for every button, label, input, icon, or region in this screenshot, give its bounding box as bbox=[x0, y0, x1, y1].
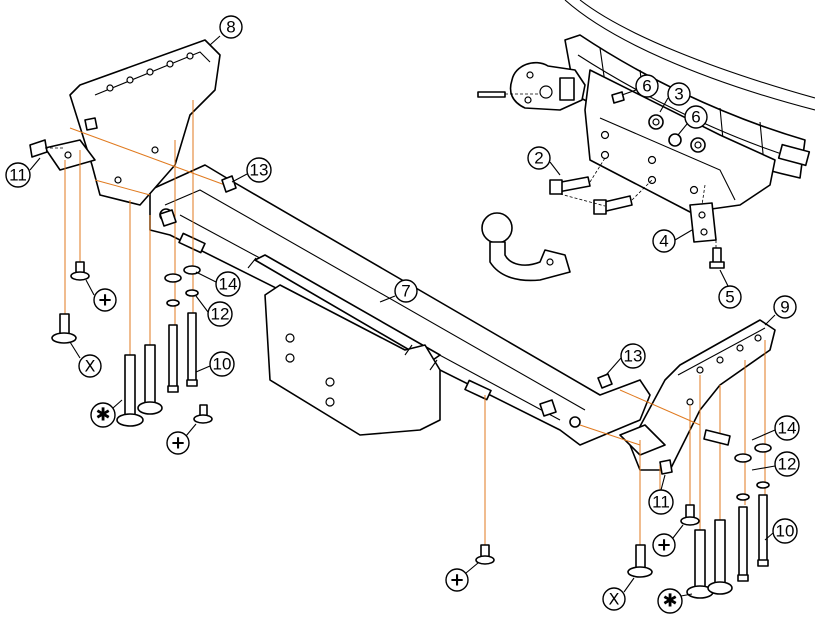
callout-5: 5 bbox=[718, 285, 742, 309]
cross-marker-2-label: X bbox=[609, 590, 620, 609]
callout-5-label: 5 bbox=[725, 288, 734, 307]
plus-marker-1: + bbox=[93, 288, 117, 312]
socket-plate bbox=[477, 61, 586, 111]
callout-9: 9 bbox=[773, 295, 797, 319]
callout-13-left-label: 13 bbox=[250, 161, 269, 180]
fasteners-right bbox=[475, 373, 772, 599]
callout-14-right-label: 14 bbox=[778, 419, 797, 438]
callout-11-right-label: 11 bbox=[652, 493, 670, 512]
callout-13-right-label: 13 bbox=[624, 347, 643, 366]
callout-14-left: 14 bbox=[215, 271, 241, 297]
main-crossbeam bbox=[149, 164, 651, 446]
star-marker-1-label: ✱ bbox=[95, 405, 110, 426]
plus-marker-4: + bbox=[652, 533, 676, 557]
callout-10-right: 10 bbox=[772, 518, 798, 544]
callout-9-label: 9 bbox=[780, 298, 789, 317]
star-marker-1: ✱ bbox=[90, 402, 116, 428]
plus-marker-4-label: + bbox=[656, 535, 671, 556]
callout-10-left-label: 10 bbox=[213, 355, 232, 374]
callout-12-left: 12 bbox=[207, 301, 233, 327]
plus-marker-1-label: + bbox=[97, 290, 112, 311]
callout-12-left-label: 12 bbox=[211, 305, 230, 324]
callout-3-label: 3 bbox=[674, 85, 683, 104]
callout-8: 8 bbox=[219, 15, 243, 39]
callout-3: 3 bbox=[667, 82, 691, 106]
callout-12-right-label: 12 bbox=[778, 455, 797, 474]
callout-6-upper-label: 6 bbox=[642, 77, 651, 96]
bolt-5 bbox=[709, 240, 725, 269]
callout-11-right: 11 bbox=[648, 489, 674, 515]
marker-leaders bbox=[69, 279, 693, 597]
callout-10-right-label: 10 bbox=[776, 522, 795, 541]
fasteners-left bbox=[29, 117, 237, 427]
plus-marker-2-label: + bbox=[170, 433, 185, 454]
callout-7: 7 bbox=[394, 279, 418, 303]
star-marker-2-label: ✱ bbox=[662, 591, 677, 612]
plus-marker-3-label: + bbox=[449, 570, 464, 591]
callout-13-right: 13 bbox=[620, 343, 646, 369]
callout-2-label: 2 bbox=[534, 149, 543, 168]
callout-14-right: 14 bbox=[774, 415, 800, 441]
callout-8-label: 8 bbox=[226, 18, 235, 37]
callout-14-left-label: 14 bbox=[219, 275, 238, 294]
callout-leaders bbox=[29, 35, 776, 541]
left-bracket bbox=[44, 39, 221, 206]
plus-marker-3: + bbox=[445, 568, 469, 592]
callout-6-lower-label: 6 bbox=[691, 108, 700, 127]
callout-11-left: 11 bbox=[5, 162, 31, 188]
callout-12-right: 12 bbox=[774, 451, 800, 477]
right-bracket bbox=[619, 319, 776, 471]
callout-11-left-label: 11 bbox=[9, 166, 27, 185]
tow-ball bbox=[481, 212, 571, 282]
assembly-guide-lines bbox=[64, 100, 766, 550]
plus-marker-2: + bbox=[166, 431, 190, 455]
callout-13-left: 13 bbox=[246, 157, 272, 183]
star-marker-2: ✱ bbox=[657, 588, 683, 614]
cross-marker-1: X bbox=[78, 354, 102, 378]
callout-6-lower: 6 bbox=[684, 105, 708, 129]
nuts-3-6 bbox=[611, 91, 706, 153]
callout-2: 2 bbox=[527, 146, 551, 170]
callout-10-left: 10 bbox=[209, 351, 235, 377]
cross-marker-2: X bbox=[602, 587, 626, 611]
callout-4-label: 4 bbox=[659, 232, 668, 251]
callout-4: 4 bbox=[652, 229, 676, 253]
bolt-2-pair bbox=[549, 157, 653, 215]
cross-marker-1-label: X bbox=[85, 357, 96, 376]
callout-7-label: 7 bbox=[401, 282, 410, 301]
callout-6-upper: 6 bbox=[635, 74, 659, 98]
